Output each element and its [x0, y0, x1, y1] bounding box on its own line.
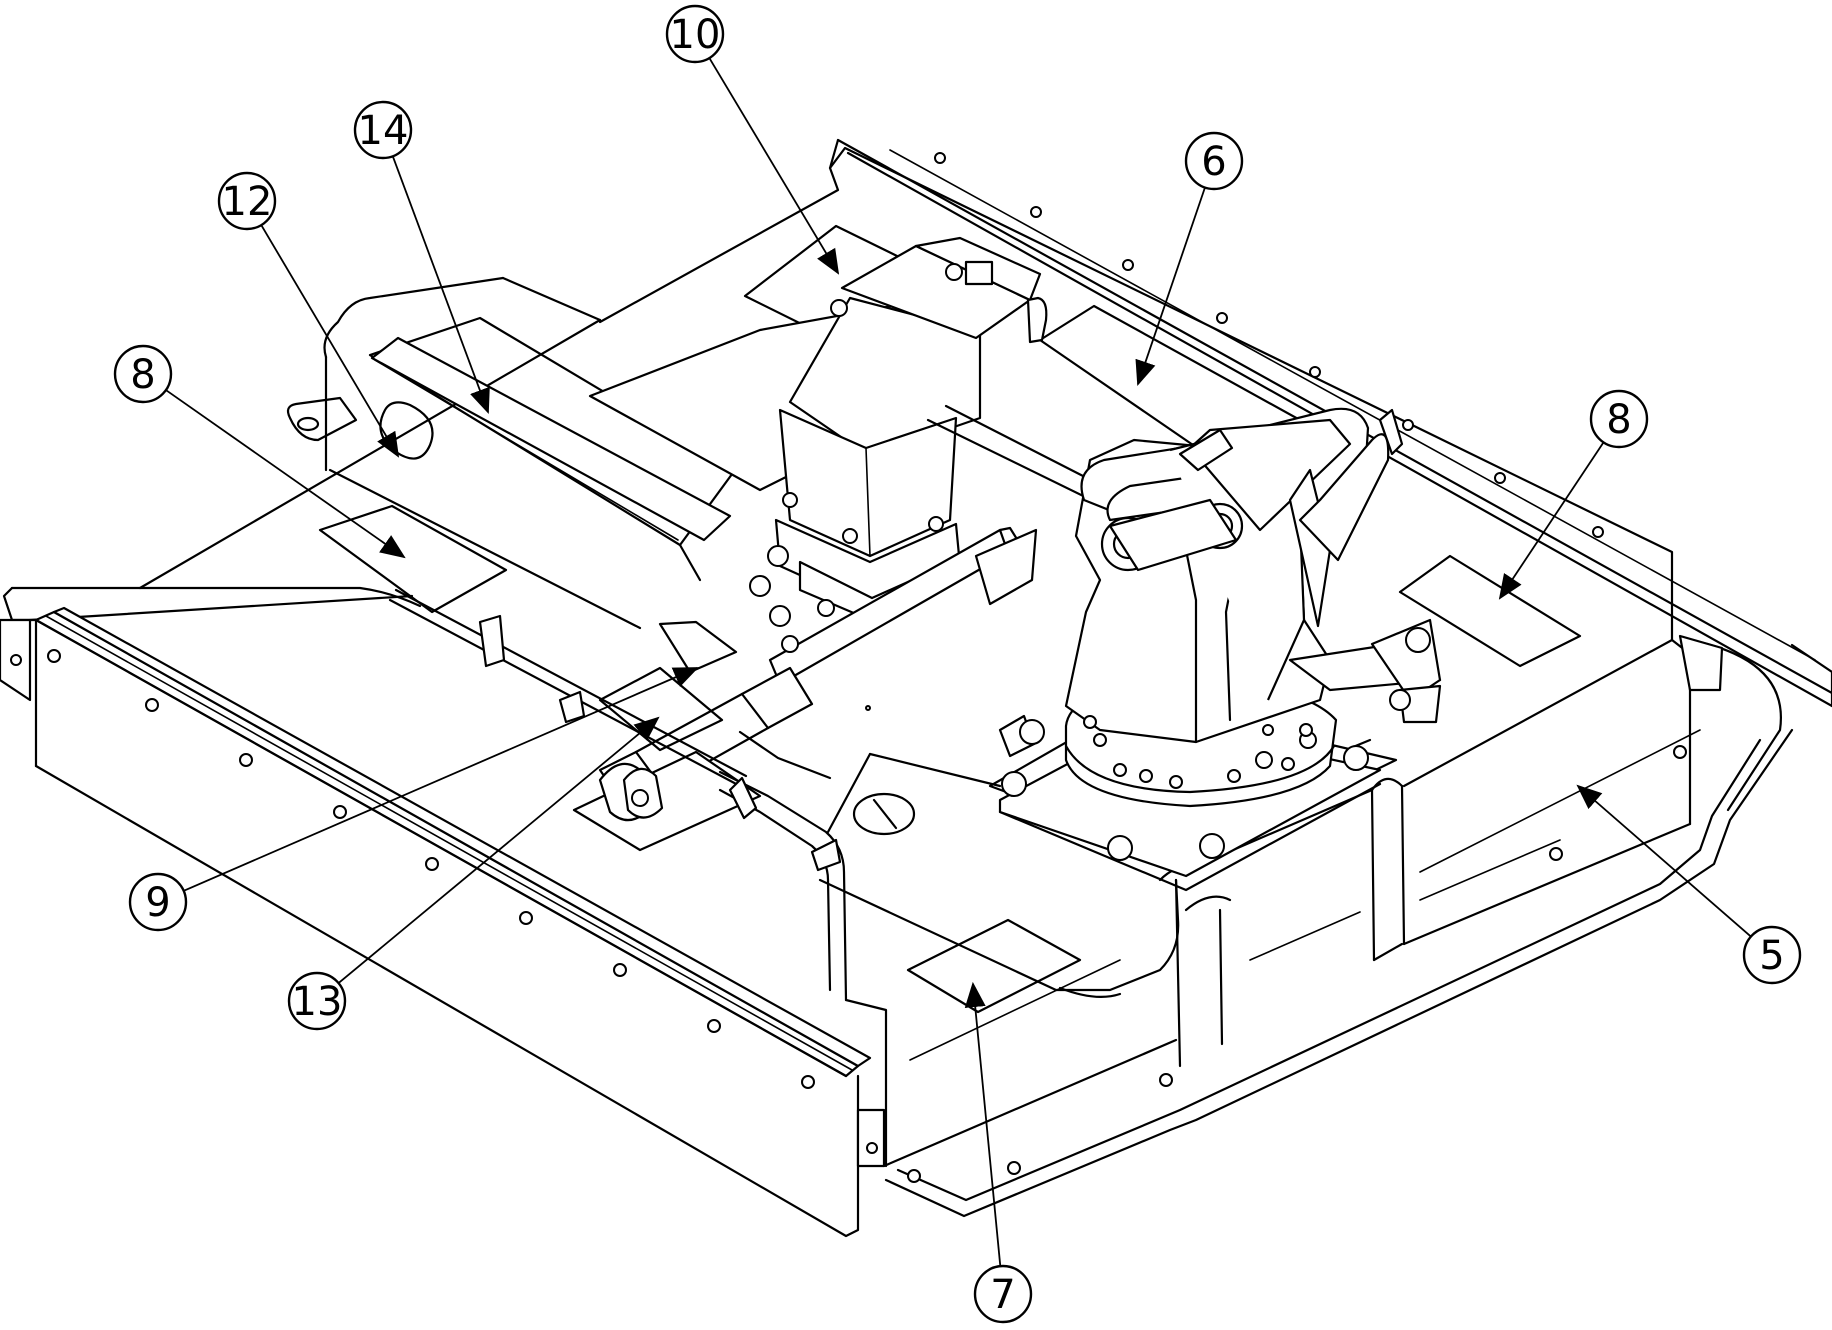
callout-number: 10: [670, 12, 721, 58]
callout-leaders: [165, 57, 1752, 1267]
callout-number: 8: [130, 352, 155, 398]
leader-line-c5: [1576, 784, 1752, 938]
callout-number: 8: [1606, 397, 1631, 443]
callout-c8b: 8: [1589, 389, 1649, 449]
leader-line-c12: [260, 224, 400, 458]
callout-circle: [1589, 389, 1649, 449]
leader-line-c14: [391, 155, 490, 414]
callout-circle: [1184, 131, 1244, 191]
callout-c14: 14: [353, 100, 413, 160]
leader-line-c8a: [165, 389, 406, 559]
flap-bolts: [10, 649, 878, 1154]
callout-circle: [665, 4, 725, 64]
leader-line-c13: [337, 716, 660, 984]
decal-8-right: [1398, 554, 1582, 668]
callout-c5: 5: [1742, 925, 1802, 985]
front-tie-rod: [388, 588, 848, 1002]
callout-number: 9: [145, 880, 170, 926]
callout-circle: [287, 971, 347, 1031]
decal-14: [370, 336, 732, 542]
gearbox-right: [988, 407, 1442, 892]
left-top-plate: [286, 316, 737, 630]
decal-8-left: [318, 504, 508, 614]
callout-labels: 10 14 12 6 8 8 9 13 5 7: [113, 4, 1802, 1324]
decal-7: [906, 918, 1082, 1014]
callout-c6: 6: [1184, 131, 1244, 191]
leader-line-c6: [1135, 187, 1206, 386]
callout-c8a: 8: [113, 344, 173, 404]
callout-c12: 12: [217, 171, 277, 231]
callout-number: 7: [990, 1272, 1015, 1318]
gearbox-left: [588, 236, 1048, 627]
callout-c9: 9: [128, 872, 188, 932]
callout-circle: [113, 344, 173, 404]
deck-top: [138, 146, 1674, 642]
callout-c7: 7: [973, 1264, 1033, 1324]
callout-circle: [128, 872, 188, 932]
leader-line-c10: [708, 57, 840, 275]
callout-number: 14: [358, 108, 409, 154]
callout-number: 6: [1201, 139, 1226, 185]
leader-line-c8b: [1498, 441, 1605, 600]
center-plate: [826, 705, 1002, 836]
cylinder-linkage: [572, 526, 1038, 852]
rail-bolts: [934, 152, 1604, 538]
callout-number: 12: [222, 179, 273, 225]
callout-c10: 10: [665, 4, 725, 64]
front-flap: [0, 586, 886, 1238]
callout-c13: 13: [287, 971, 347, 1031]
callout-circle: [217, 171, 277, 231]
callout-number: 13: [292, 979, 343, 1025]
callout-number: 5: [1759, 933, 1784, 979]
leader-line-c9: [183, 667, 699, 892]
callout-circle: [1742, 925, 1802, 985]
callout-circle: [353, 100, 413, 160]
leader-line-c7: [964, 981, 1002, 1267]
callout-circle: [973, 1264, 1033, 1324]
deck-front-body: [818, 634, 1794, 1218]
decal-9: [658, 620, 738, 674]
